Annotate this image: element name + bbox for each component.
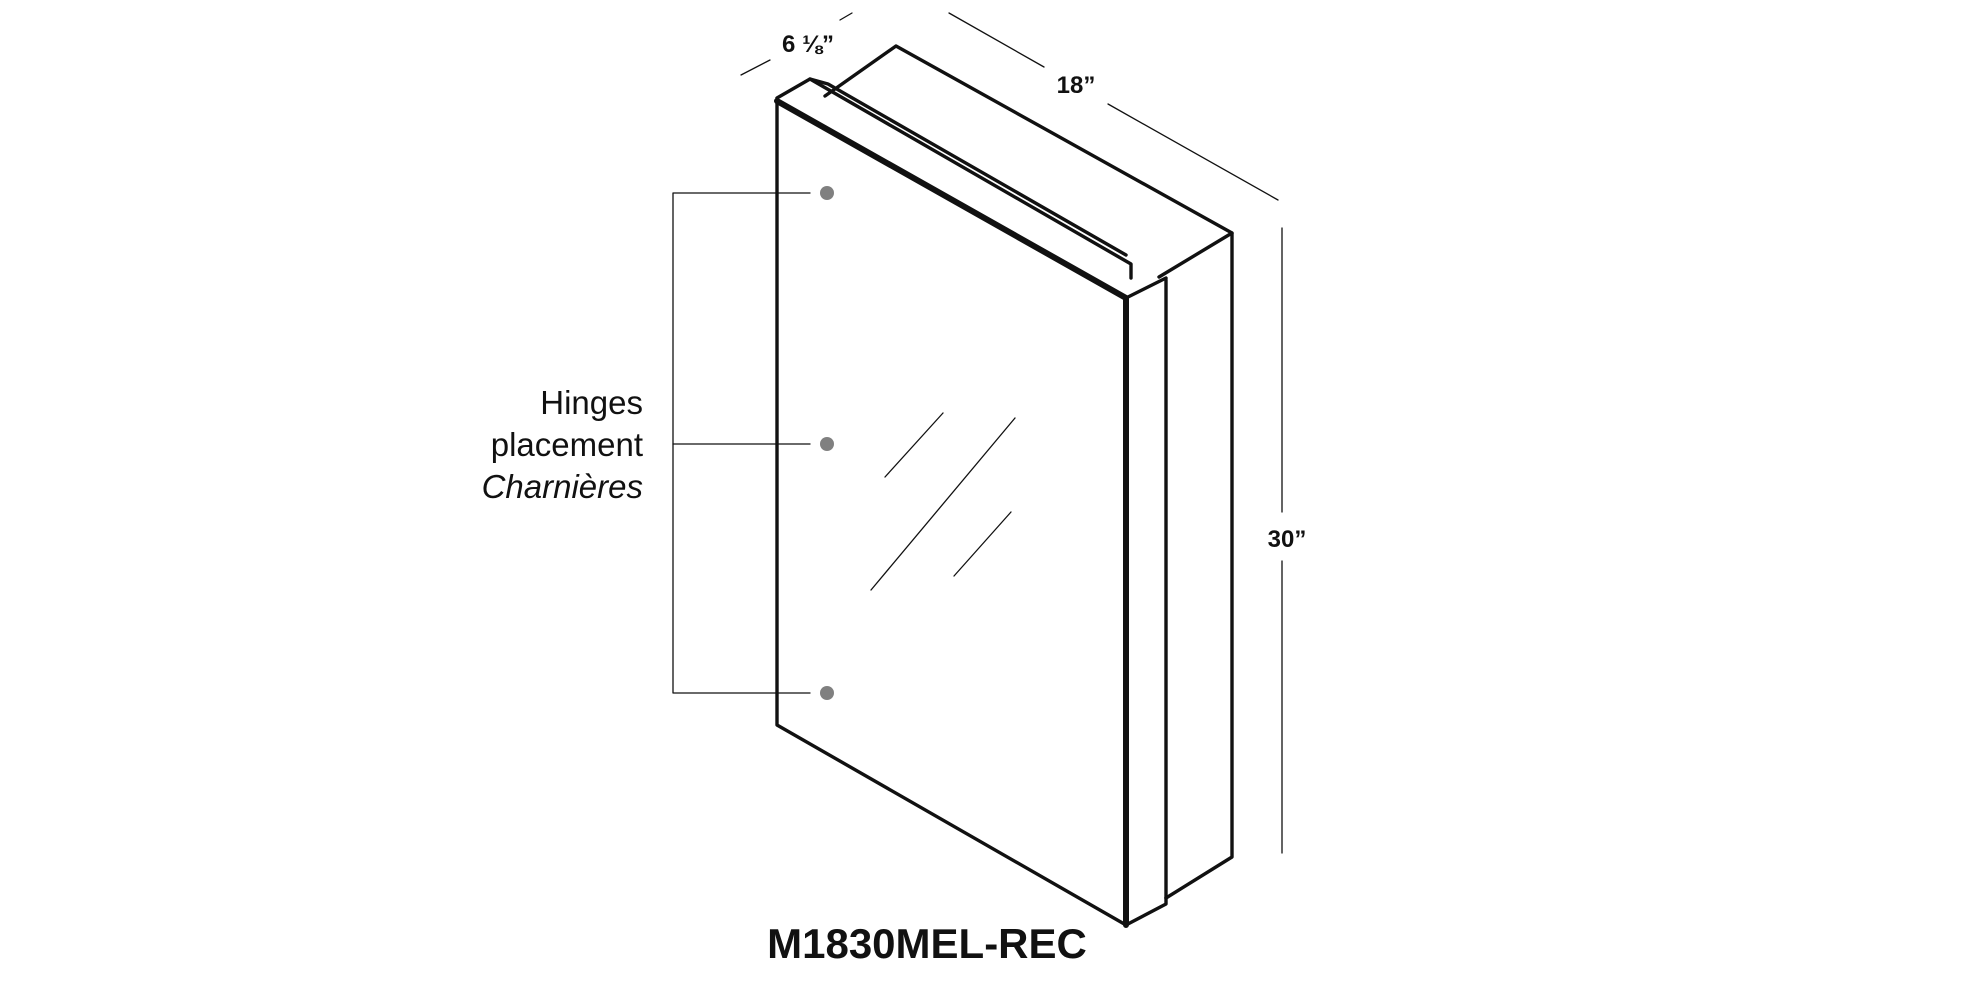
- mirror-door: [774, 77, 1168, 928]
- hinge-bracket: [672, 192, 811, 694]
- hinges-label-line1: Hinges: [540, 384, 643, 421]
- cabinet-body: [823, 44, 1234, 900]
- hinge-markers: [672, 186, 834, 700]
- width-dimension-line-right: [1107, 103, 1279, 201]
- hinges-label: Hinges placement Charnières: [482, 384, 643, 505]
- height-dimension-label: 30”: [1268, 526, 1307, 553]
- hinges-label-line2: placement: [491, 426, 643, 463]
- height-dimension: 30”: [1268, 227, 1307, 854]
- depth-dimension-line-right: [839, 12, 853, 21]
- hinge-middle-dot: [820, 437, 834, 451]
- hinges-label-line3: Charnières: [482, 468, 643, 505]
- hinge-bottom-dot: [820, 686, 834, 700]
- width-dimension: 18”: [948, 12, 1279, 201]
- depth-dimension-label: 6 ⅛”: [782, 31, 834, 58]
- model-name: M1830MEL-REC: [767, 920, 1087, 967]
- depth-dimension: 6 ⅛”: [740, 12, 853, 76]
- width-dimension-line-left: [948, 12, 1045, 68]
- width-dimension-label: 18”: [1057, 72, 1096, 99]
- mirror-reflection-lines: [870, 412, 1016, 591]
- depth-dimension-line-left: [740, 59, 771, 76]
- hinge-top-dot: [820, 186, 834, 200]
